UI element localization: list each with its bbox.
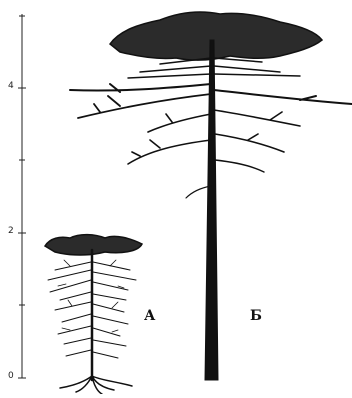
tree-b-label: Б [250, 308, 262, 324]
tree-b-canopy [110, 12, 322, 60]
tree-a [45, 235, 142, 394]
scale-axis [18, 14, 26, 378]
scale-label-0: 0 [8, 371, 14, 381]
scale-label-2: 2 [8, 226, 14, 236]
tree-a-label: А [144, 308, 155, 324]
tree-a-roots [60, 376, 132, 394]
tree-b [70, 12, 352, 380]
tree-a-canopy [45, 235, 142, 255]
scale-label-4: 4 [8, 81, 14, 91]
